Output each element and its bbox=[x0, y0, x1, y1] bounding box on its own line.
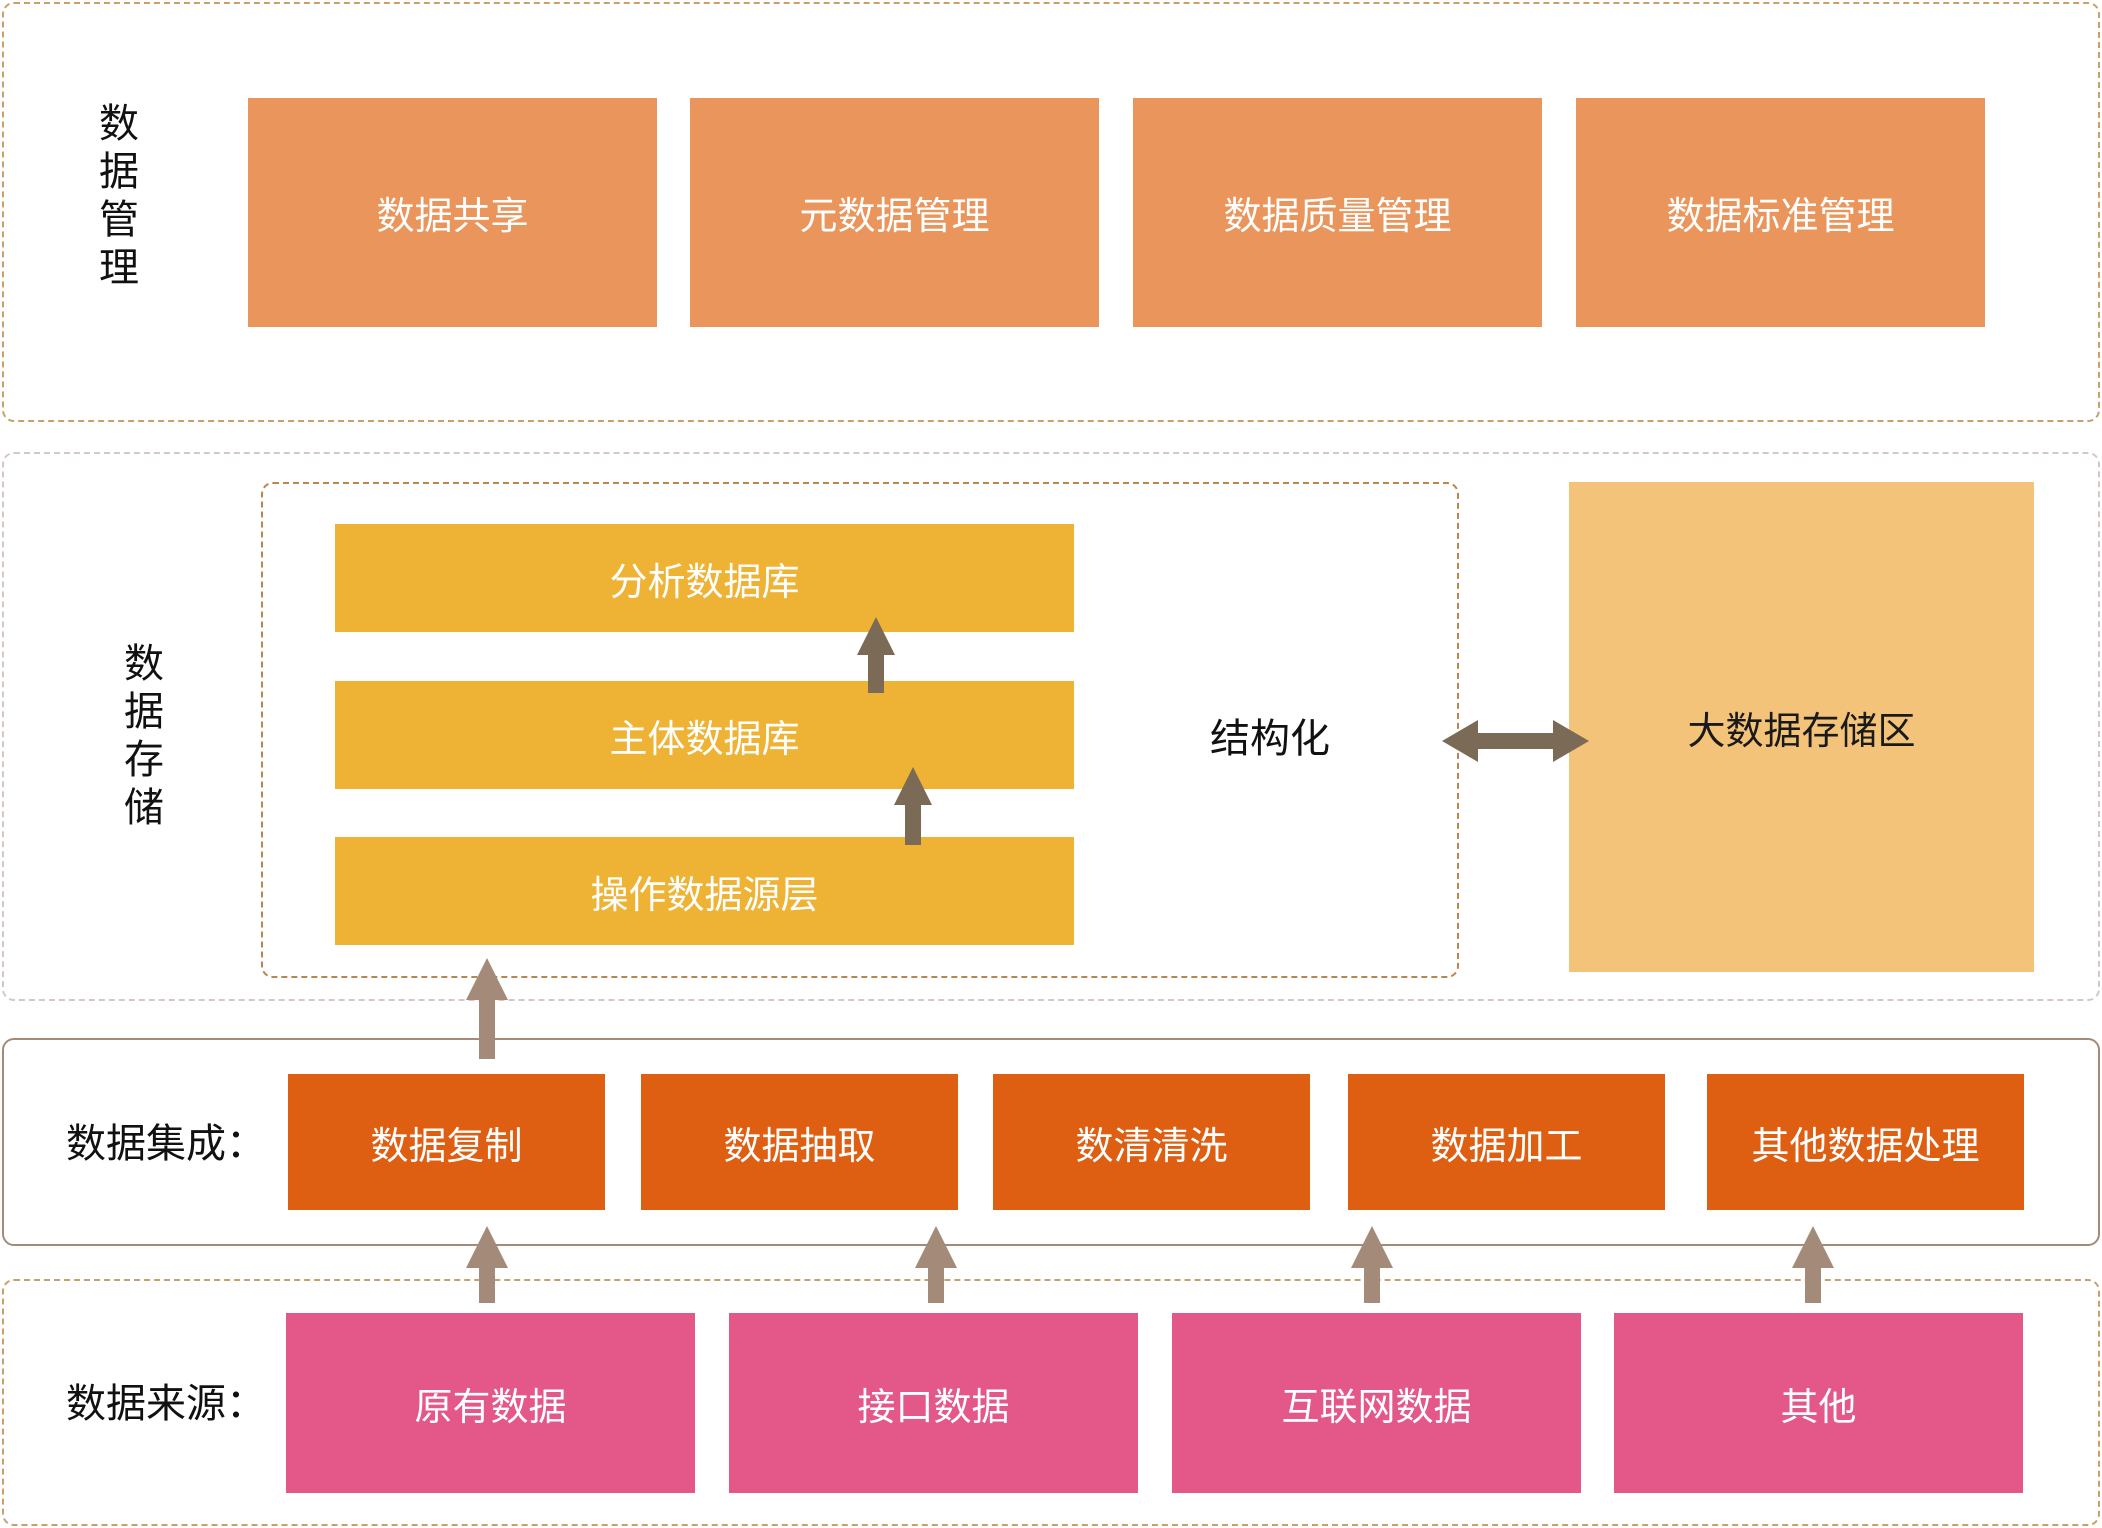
management-layer-label: 数据管理 bbox=[99, 101, 139, 291]
sources-layer-label: 数据来源： bbox=[66, 1381, 266, 1427]
management-layer bbox=[2, 2, 2100, 422]
integration-layer-label: 数据集成： bbox=[66, 1121, 266, 1167]
storage-layer bbox=[2, 452, 2100, 1001]
mgmt-box-metadata[interactable]: 元数据管理 bbox=[690, 98, 1099, 327]
db-ods[interactable]: 操作数据源层 bbox=[335, 837, 1074, 945]
storage-layer-label: 数据存储 bbox=[124, 641, 164, 831]
integ-box-replication[interactable]: 数据复制 bbox=[288, 1074, 605, 1210]
mgmt-box-data-sharing[interactable]: 数据共享 bbox=[248, 98, 657, 327]
db-subject[interactable]: 主体数据库 bbox=[335, 681, 1074, 789]
sources-layer bbox=[2, 1279, 2100, 1526]
mgmt-box-data-quality[interactable]: 数据质量管理 bbox=[1133, 98, 1542, 327]
integ-box-cleansing[interactable]: 数清清洗 bbox=[993, 1074, 1310, 1210]
source-box-legacy[interactable]: 原有数据 bbox=[286, 1313, 695, 1493]
source-box-internet[interactable]: 互联网数据 bbox=[1172, 1313, 1581, 1493]
db-analysis[interactable]: 分析数据库 bbox=[335, 524, 1074, 632]
integ-box-other-processing[interactable]: 其他数据处理 bbox=[1707, 1074, 2024, 1210]
big-data-storage[interactable]: 大数据存储区 bbox=[1569, 482, 2034, 972]
source-box-other[interactable]: 其他 bbox=[1614, 1313, 2023, 1493]
integ-box-processing[interactable]: 数据加工 bbox=[1348, 1074, 1665, 1210]
mgmt-box-data-standard[interactable]: 数据标准管理 bbox=[1576, 98, 1985, 327]
structured-label: 结构化 bbox=[1210, 716, 1330, 762]
source-box-interface[interactable]: 接口数据 bbox=[729, 1313, 1138, 1493]
integ-box-extraction[interactable]: 数据抽取 bbox=[641, 1074, 958, 1210]
integration-layer bbox=[2, 1038, 2100, 1246]
